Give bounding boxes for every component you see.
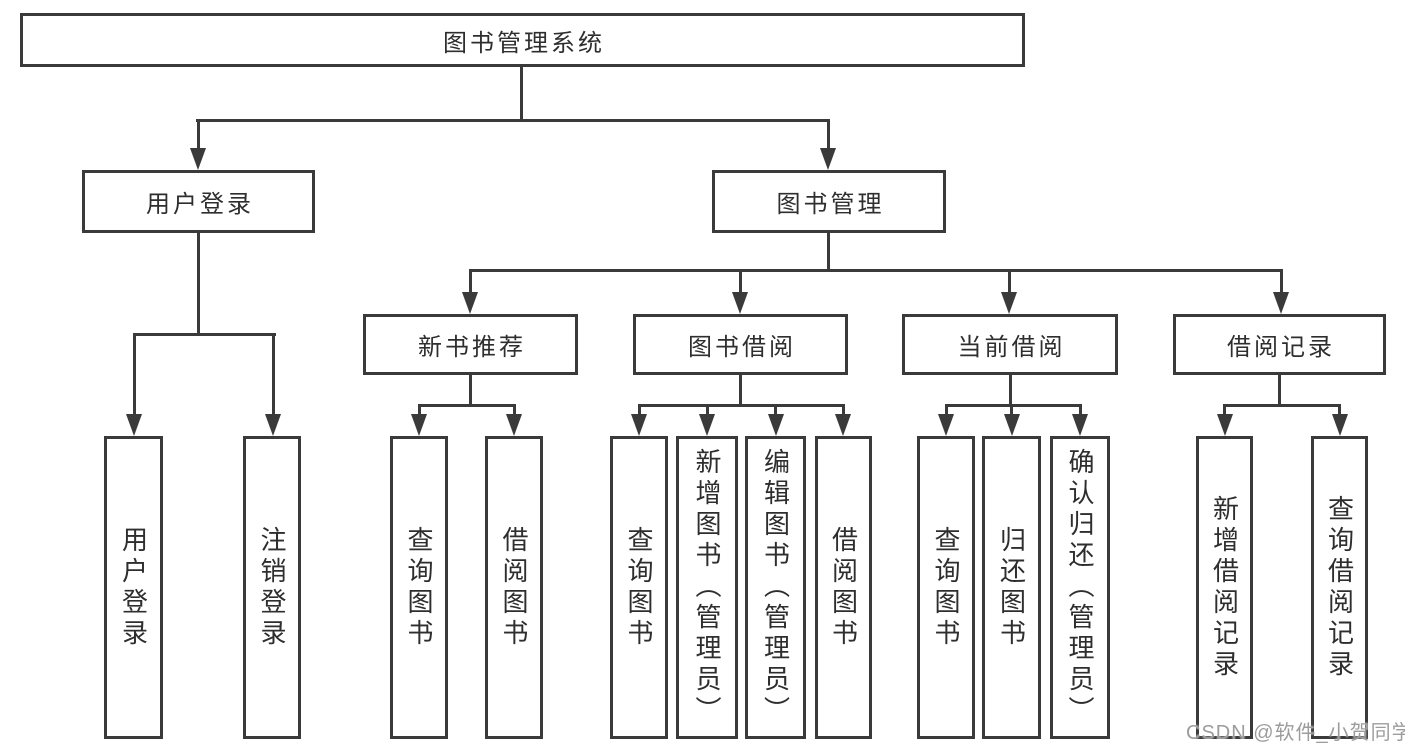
connector-records-drop-2 <box>1338 404 1341 416</box>
leaf-borrowing-add-books-admin-label: 新增图书（管理员） <box>692 448 722 727</box>
connector-newbook-drop-2 <box>512 404 516 416</box>
leaf-borrowing-borrow-books-label: 借阅图书 <box>828 525 859 650</box>
leaf-current-confirm-return-admin: 确认归还（管理员） <box>1050 436 1110 739</box>
connector-root-drop-2 <box>826 119 830 149</box>
arrow-down-icon <box>1003 414 1020 436</box>
leaf-borrowing-edit-books-admin: 编辑图书（管理员） <box>745 436 806 739</box>
leaf-borrowing-query-books-label: 查询图书 <box>624 525 654 650</box>
connector-current-hbar <box>944 404 1082 407</box>
node-book-borrowing-label: 图书借阅 <box>688 334 796 361</box>
connector-root-hbar <box>196 119 830 122</box>
connector-newbook-vline <box>469 375 472 406</box>
connector-userlogin-drop-2 <box>271 333 275 415</box>
leaf-borrowing-edit-books-admin-label: 编辑图书（管理员） <box>760 448 791 727</box>
connector-current-vline <box>1008 375 1012 406</box>
leaf-current-return-books: 归还图书 <box>982 436 1041 739</box>
arrow-down-icon <box>1216 414 1233 436</box>
arrow-down-icon <box>1273 292 1289 314</box>
node-book-management-label: 图书管理 <box>776 191 885 218</box>
leaf-newbook-query-books-label: 查询图书 <box>404 525 434 650</box>
leaf-borrowing-add-books-admin: 新增图书（管理员） <box>676 436 738 739</box>
leaf-borrowing-borrow-books: 借阅图书 <box>815 436 872 739</box>
node-new-book-recommend: 新书推荐 <box>363 314 578 375</box>
node-user-login: 用户登录 <box>82 170 315 233</box>
arrow-down-icon <box>506 414 522 436</box>
connector-bookmgmt-drop-2 <box>738 269 742 294</box>
leaf-records-add-record: 新增借阅记录 <box>1196 436 1253 739</box>
connector-root-vline <box>520 67 523 120</box>
connector-userlogin-hbar <box>132 333 276 336</box>
connector-records-drop-1 <box>1223 404 1226 416</box>
arrow-down-icon <box>126 414 142 436</box>
leaf-current-query-books: 查询图书 <box>917 436 975 739</box>
arrow-down-icon <box>265 414 281 436</box>
leaf-borrowing-query-books: 查询图书 <box>610 436 668 739</box>
connector-borrowing-drop-3 <box>774 404 777 416</box>
node-new-book-recommend-label: 新书推荐 <box>418 334 526 361</box>
connector-newbook-drop-1 <box>417 404 421 416</box>
leaf-logout: 注销登录 <box>243 436 301 739</box>
node-book-borrowing: 图书借阅 <box>633 314 848 375</box>
leaf-current-confirm-return-admin-label: 确认归还（管理员） <box>1065 448 1095 727</box>
connector-userlogin-vline <box>196 233 200 335</box>
arrow-down-icon <box>1001 292 1017 314</box>
connector-borrowing-hbar <box>637 404 845 407</box>
connector-borrowing-drop-1 <box>637 404 641 416</box>
connector-userlogin-drop-1 <box>132 333 136 415</box>
node-book-management: 图书管理 <box>712 170 946 233</box>
arrow-down-icon <box>631 414 647 436</box>
node-root: 图书管理系统 <box>20 13 1025 67</box>
arrow-down-icon <box>732 292 748 314</box>
node-borrowing-records-label: 借阅记录 <box>1227 334 1335 361</box>
connector-bookmgmt-drop-3 <box>1007 269 1011 294</box>
arrow-down-icon <box>699 414 715 436</box>
leaf-current-return-books-label: 归还图书 <box>996 525 1027 650</box>
leaf-logout-label: 注销登录 <box>257 525 287 650</box>
leaf-user-login-label: 用户登录 <box>118 525 149 650</box>
node-root-label: 图书管理系统 <box>443 29 605 57</box>
connector-records-vline <box>1278 375 1281 406</box>
node-user-login-label: 用户登录 <box>146 191 254 218</box>
arrow-down-icon <box>190 148 206 170</box>
connector-current-drop-2 <box>1010 404 1013 416</box>
connector-records-hbar <box>1223 404 1341 407</box>
connector-bookmgmt-drop-1 <box>468 269 472 294</box>
connector-borrowing-vline <box>739 375 742 406</box>
leaf-user-login: 用户登录 <box>104 436 163 739</box>
connector-bookmgmt-vline <box>826 233 830 271</box>
connector-newbook-hbar <box>417 404 516 407</box>
arrow-down-icon <box>1072 414 1088 436</box>
leaf-newbook-borrow-books-label: 借阅图书 <box>499 525 529 650</box>
leaf-records-query-record: 查询借阅记录 <box>1311 436 1368 739</box>
node-borrowing-records: 借阅记录 <box>1173 314 1386 375</box>
arrow-down-icon <box>462 292 478 314</box>
watermark: CSDN @软件_小贺同学 <box>1186 722 1405 744</box>
arrow-down-icon <box>938 414 954 436</box>
leaf-records-add-record-label: 新增借阅记录 <box>1209 494 1240 681</box>
connector-current-drop-3 <box>1078 404 1082 416</box>
node-current-borrowing: 当前借阅 <box>902 314 1118 375</box>
connector-bookmgmt-hbar <box>468 269 1283 272</box>
arrow-down-icon <box>820 148 836 170</box>
node-current-borrowing-label: 当前借阅 <box>957 334 1066 361</box>
connector-root-drop-1 <box>196 119 200 149</box>
connector-borrowing-drop-2 <box>705 404 709 416</box>
leaf-newbook-borrow-books: 借阅图书 <box>485 436 543 739</box>
connector-borrowing-drop-4 <box>841 404 845 416</box>
arrow-down-icon <box>835 414 851 436</box>
connector-current-drop-1 <box>944 404 948 416</box>
connector-bookmgmt-drop-4 <box>1279 269 1283 294</box>
leaf-current-query-books-label: 查询图书 <box>931 525 961 650</box>
arrow-down-icon <box>411 414 427 436</box>
arrow-down-icon <box>767 414 784 436</box>
arrow-down-icon <box>1331 414 1348 436</box>
leaf-newbook-query-books: 查询图书 <box>390 436 448 739</box>
leaf-records-query-record-label: 查询借阅记录 <box>1324 494 1355 681</box>
